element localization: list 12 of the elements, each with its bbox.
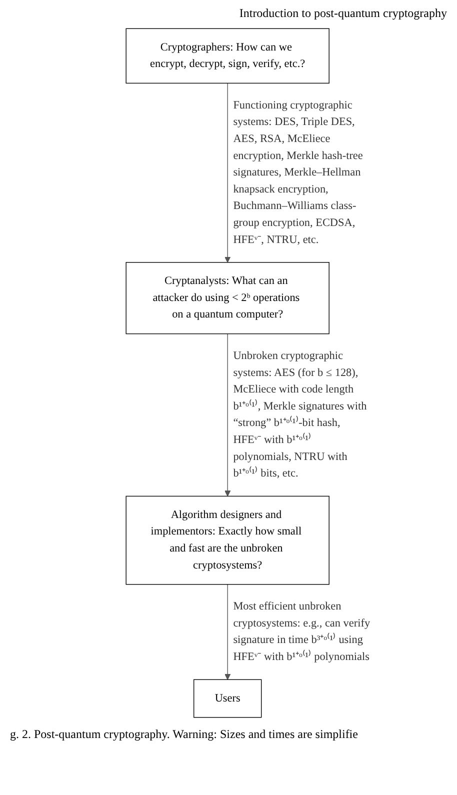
- running-header: Introduction to post-quantum cryptography: [238, 5, 448, 22]
- arrow: [224, 584, 231, 680]
- figure-caption: g. 2. Post-quantum cryptography. Warning: Sizes and times are simplifie: [9, 726, 359, 743]
- arrow: [224, 82, 231, 263]
- edge-label: Functioning cryptographic systems: DES, Triple DES, AES, RSA, McEliece encryption, Merkle hash-tree signatures, Merkle–Hellman knapsack encryption, Buchmann–Williams class-group encryption, ECDSA, HFEᵛ⁻, NTRU, etc.: [233, 99, 363, 246]
- node-box: Users: [193, 679, 262, 718]
- node-box: Cryptographers: How can we encrypt, decrypt, sign, verify, etc.?: [126, 28, 330, 84]
- edge-label: Unbroken cryptographic systems: AES (for b ≤ 128), McEliece with code length b¹⁺ᵒ⁽¹⁾, Merkle signatures with “strong” b¹⁺ᵒ⁽¹⁾-bit hash, HFEᵛ⁻ with b¹⁺ᵒ⁽¹⁾ polynomials, NTRU with b¹⁺ᵒ⁽¹⁾ bits, etc.: [233, 350, 367, 480]
- arrow: [224, 333, 231, 496]
- node-box: Algorithm designers and implementors: Exactly how small and fast are the unbroken cryptosystems?: [126, 496, 330, 585]
- node-box: Cryptanalysts: What can an attacker do using < 2ᵇ operations on a quantum computer?: [126, 262, 330, 334]
- edge-label: Most efficient unbroken cryptosystems: e.g., can verify signature in time b³⁺ᵒ⁽¹⁾ using HFEᵛ⁻ with b¹⁺ᵒ⁽¹⁾ polynomials: [233, 600, 370, 663]
